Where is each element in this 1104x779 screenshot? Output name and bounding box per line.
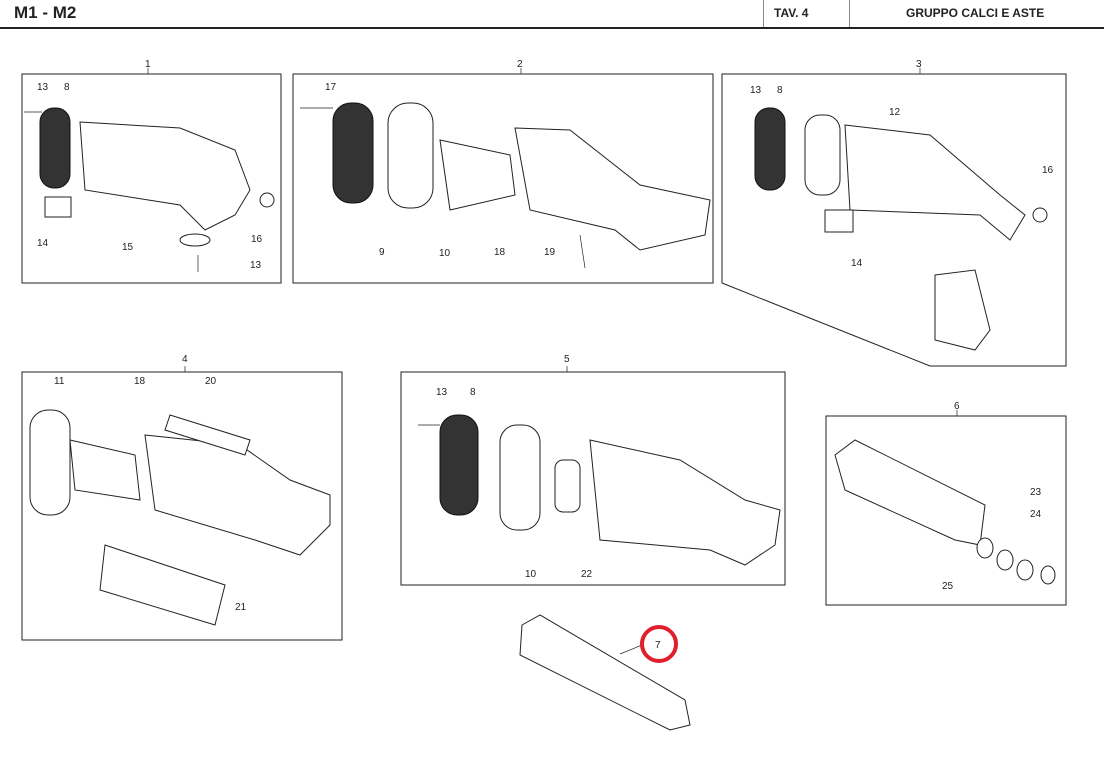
header-divider [763, 0, 764, 27]
forend [834, 439, 986, 546]
part-label: 18 [134, 376, 146, 387]
stock [844, 124, 1026, 241]
spacer [499, 424, 541, 531]
highlight-circle [640, 625, 678, 663]
part-label: 9 [379, 247, 385, 258]
panel-number: 1 [145, 59, 151, 70]
panel-number: 5 [564, 354, 570, 365]
ring [1016, 559, 1034, 581]
stock [514, 127, 711, 251]
adapter [554, 459, 581, 513]
washer [1032, 207, 1048, 223]
panel-number: 2 [517, 59, 523, 70]
panel-6: 6 23 24 25 [825, 401, 1067, 606]
part-label: 24 [1030, 509, 1042, 520]
part-label: 8 [777, 85, 783, 96]
group-title: GRUPPO CALCI E ASTE [906, 6, 1045, 20]
panel-1: 1 13 8 14 15 16 13 [21, 59, 282, 284]
part-7-forend[interactable]: 7 [519, 614, 691, 731]
ring [996, 549, 1014, 571]
part-label: 15 [122, 242, 134, 253]
model-title: M1 - M2 [14, 3, 77, 22]
panel-5: 5 13 8 10 22 [400, 354, 786, 586]
page-header: M1 - M2 TAV. 4 GRUPPO CALCI E ASTE [0, 0, 1104, 29]
part-label: 20 [205, 376, 217, 387]
plate [44, 196, 72, 218]
stock [79, 121, 251, 231]
recoil-pad [332, 102, 374, 204]
recoil-pad [39, 107, 71, 189]
part-label: 13 [750, 85, 762, 96]
table-number: TAV. 4 [774, 6, 809, 20]
folding-frame [69, 439, 141, 501]
cheek-piece [164, 414, 251, 456]
part-label: 11 [54, 376, 65, 387]
recoil-pad [29, 409, 71, 516]
part-label: 16 [1042, 165, 1054, 176]
ring [1040, 565, 1056, 585]
panel-number: 4 [182, 354, 188, 365]
pistol-grip [934, 269, 991, 351]
spacer [387, 102, 434, 209]
panel-number: 6 [954, 401, 960, 412]
part-label: 17 [325, 82, 337, 93]
ring [976, 537, 994, 559]
cap [179, 233, 211, 247]
panel-number: 3 [916, 59, 922, 70]
part-label: 14 [851, 258, 863, 269]
part-label: 16 [251, 234, 263, 245]
stock [144, 434, 331, 556]
header-divider [849, 0, 850, 27]
part-label: 23 [1030, 487, 1042, 498]
wood-stock [589, 439, 781, 566]
panel-3: 3 13 8 12 16 14 [721, 59, 1067, 367]
part-label: 13 [250, 260, 262, 271]
recoil-pad [439, 414, 479, 516]
panel-frame [21, 73, 282, 284]
part-label: 18 [494, 247, 506, 258]
plate [824, 209, 854, 233]
part-label: 22 [581, 569, 593, 580]
part-label: 13 [37, 82, 49, 93]
spring-set [99, 544, 226, 626]
panel-number: 7 [655, 640, 661, 651]
part-label: 13 [436, 387, 448, 398]
recoil-pad [754, 107, 786, 191]
part-label: 21 [235, 602, 247, 613]
part-label: 14 [37, 238, 49, 249]
panel-2: 2 17 9 10 18 19 [292, 59, 714, 284]
part-label: 10 [439, 248, 451, 259]
washer [259, 192, 275, 208]
part-label: 10 [525, 569, 537, 580]
stock-bolt-frame [439, 139, 516, 211]
forend [519, 614, 691, 731]
part-label: 25 [942, 581, 954, 592]
part-label: 8 [64, 82, 70, 93]
part-label: 12 [889, 107, 901, 118]
part-label: 19 [544, 247, 556, 258]
panel-4: 4 11 18 20 21 [21, 354, 343, 641]
part-label: 8 [470, 387, 476, 398]
spacer [804, 114, 841, 196]
